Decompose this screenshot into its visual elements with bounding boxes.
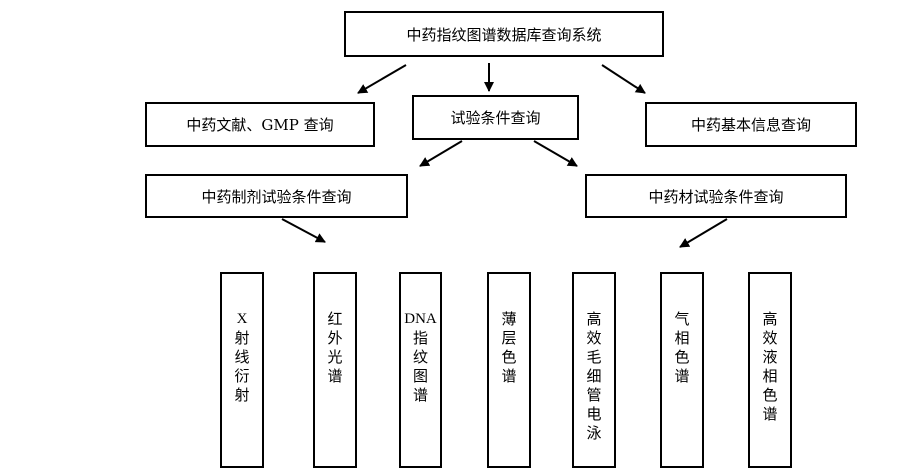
conditions-query-label: 试验条件查询	[450, 109, 541, 127]
method-text-line: 效	[586, 329, 602, 347]
method-text-line: 色	[501, 348, 517, 366]
method-text-line: 外	[327, 329, 343, 347]
method-text-line: 色	[762, 386, 778, 404]
method-text-line: 效	[762, 329, 778, 347]
root-label: 中药指纹图谱数据库查询系统	[406, 25, 602, 44]
arrow-root-to-basic-info	[601, 64, 646, 94]
method-text-line: 相	[762, 367, 778, 385]
literature-query-node: 中药文献、GMP 查询	[145, 102, 375, 147]
method-text-line: 电	[586, 405, 602, 423]
method-text-line: 高	[762, 310, 778, 328]
method-text-line: 层	[501, 329, 517, 347]
method-text-line: 射	[234, 329, 250, 347]
method-hpce: 高效毛细管电泳	[572, 272, 616, 468]
method-text-line: 细	[586, 367, 602, 385]
method-text-line: 线	[234, 348, 250, 366]
method-ir: 红外光谱	[313, 272, 357, 468]
literature-query-label: 中药文献、GMP 查询	[186, 116, 334, 134]
method-text-line: 气	[674, 310, 690, 328]
method-text-line: 谱	[501, 367, 517, 385]
arrow-conditions-to-preparation	[419, 140, 463, 167]
method-text-line: 光	[327, 348, 343, 366]
method-text-line: 液	[762, 348, 778, 366]
method-text-line: 红	[327, 310, 343, 328]
method-text-line: 高	[586, 310, 602, 328]
method-text-line: 谱	[762, 405, 778, 423]
method-text-line: X	[236, 311, 248, 327]
arrow-herb-to-methods	[679, 218, 728, 248]
conditions-query-node: 试验条件查询	[412, 95, 579, 140]
method-text-line: 色	[674, 348, 690, 366]
method-text-line: 泳	[586, 424, 602, 442]
preparation-conditions-label: 中药制剂试验条件查询	[201, 187, 352, 206]
method-text-line: 管	[586, 386, 602, 404]
herb-conditions-label: 中药材试验条件查询	[648, 187, 784, 206]
method-dna: DNA 指纹图谱	[399, 272, 442, 468]
method-text-line: 毛	[586, 348, 602, 366]
method-text-line: 指	[412, 329, 428, 347]
arrow-root-to-literature	[357, 64, 407, 94]
basic-info-query-node: 中药基本信息查询	[645, 102, 857, 147]
method-text-line: 射	[234, 386, 250, 404]
method-text-line: 衍	[234, 367, 250, 385]
arrow-preparation-to-methods	[281, 218, 326, 243]
arrow-conditions-to-herb	[533, 140, 578, 167]
root-node: 中药指纹图谱数据库查询系统	[344, 11, 664, 57]
method-text-line: 谱	[327, 367, 343, 385]
method-text-line: 图	[412, 367, 428, 385]
herb-conditions-node: 中药材试验条件查询	[585, 174, 847, 218]
preparation-conditions-node: 中药制剂试验条件查询	[145, 174, 408, 218]
method-gc: 气相色谱	[660, 272, 704, 468]
method-text-line: DNA	[404, 311, 437, 327]
method-text-line: 谱	[412, 386, 428, 404]
method-text-line: 纹	[412, 348, 428, 366]
method-tlc: 薄层色谱	[487, 272, 531, 468]
method-text-line: 谱	[674, 367, 690, 385]
method-text-line: 相	[674, 329, 690, 347]
basic-info-query-label: 中药基本信息查询	[690, 116, 811, 134]
method-text-line: 薄	[501, 310, 517, 328]
method-hplc: 高效液相色谱	[748, 272, 792, 468]
